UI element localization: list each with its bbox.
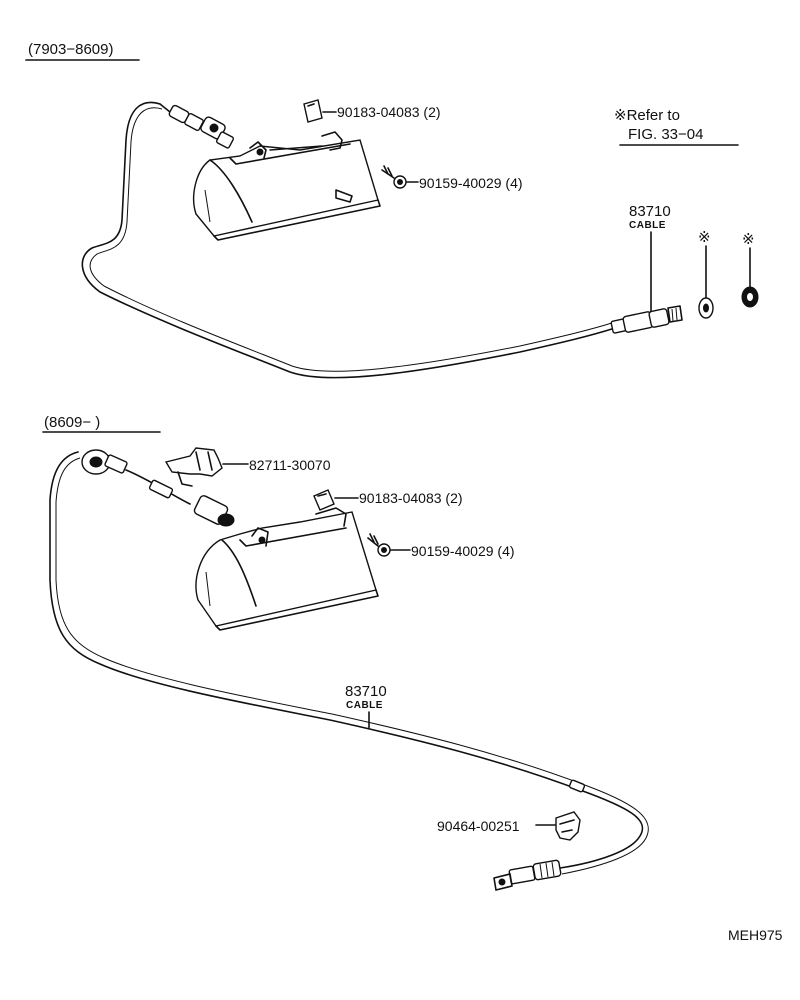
- part-90159-1-label: 90159-40029 (4): [419, 175, 523, 191]
- washer-2-icon: [741, 286, 759, 308]
- section-1: (7903−8609): [25, 41, 759, 379]
- meter-housing-1: [192, 131, 381, 241]
- speedometer-cable-2-inner: [55, 457, 649, 875]
- part-90183-2-label: 90183-04083 (2): [359, 490, 463, 506]
- washer-1-icon: [698, 297, 714, 319]
- cable-1-upper-fitting: [159, 103, 234, 149]
- speedometer-cable-2: [49, 451, 644, 869]
- screw-90159-1-icon: [381, 165, 407, 189]
- speedometer-cable-1: [81, 101, 616, 379]
- clip-90183-2-icon: [313, 489, 335, 511]
- part-90464-label: 90464-00251: [437, 818, 520, 834]
- section-1-range: (7903−8609): [28, 41, 114, 58]
- figure-code: MEH975: [728, 927, 783, 943]
- cable-2-upper-fitting: [81, 449, 235, 527]
- part-90183-1-label: 90183-04083 (2): [337, 104, 441, 120]
- part-82711-label: 82711-30070: [249, 457, 331, 473]
- refer-note-line2: FIG. 33−04: [628, 126, 703, 143]
- cable-2-number: 83710: [345, 683, 387, 700]
- cable-2-mid-fitting: [568, 779, 586, 793]
- clamp-82711-icon: [164, 447, 223, 487]
- section-2-range: (8609− ): [44, 414, 100, 431]
- refer-note-line1: ※Refer to: [614, 107, 680, 124]
- speedometer-cable-1-inner: [89, 107, 616, 372]
- cable-1-number: 83710: [629, 203, 671, 220]
- clip-90183-1-icon: [303, 99, 323, 123]
- cable-1-name: CABLE: [629, 220, 666, 231]
- cable-2-name: CABLE: [346, 700, 383, 711]
- cable-1-lower-fitting: [610, 305, 683, 334]
- section-2: (8609− ) 82711-30070: [42, 414, 649, 891]
- cable-2-lower-fitting: [493, 859, 562, 891]
- part-90159-2-label: 90159-40029 (4): [411, 543, 515, 559]
- ref-mark-2: ※: [742, 231, 755, 248]
- clamp-90464-icon: [555, 811, 581, 841]
- screw-90159-2-icon: [367, 533, 391, 557]
- meter-housing-2: [195, 507, 379, 631]
- ref-mark-1: ※: [698, 229, 711, 246]
